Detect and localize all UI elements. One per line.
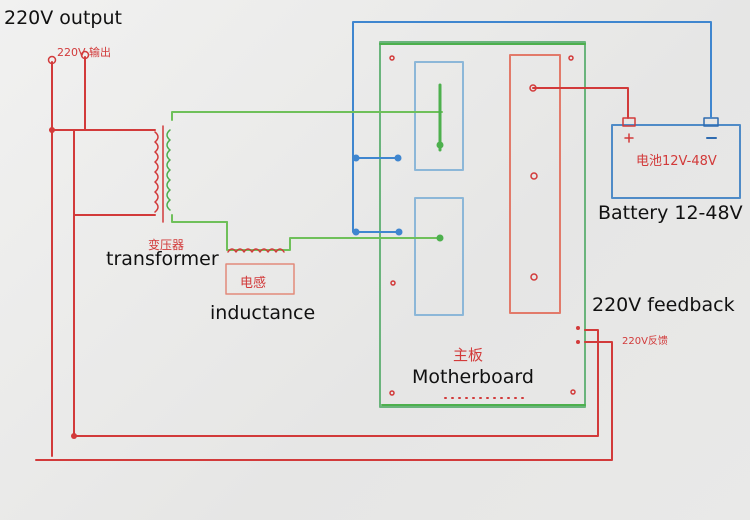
- mount-hole: [570, 389, 576, 395]
- transformer-label: transformer: [106, 248, 219, 270]
- green-wire-upper: [171, 111, 443, 121]
- red-wire-feedback: [35, 341, 613, 461]
- mount-hole: [389, 55, 395, 61]
- inductance-label: inductance: [210, 302, 316, 324]
- mount-hole: [390, 280, 396, 286]
- mount-hole: [389, 390, 395, 396]
- green-wire-transformer-tap: [171, 214, 228, 223]
- inductor-coil: [227, 248, 285, 253]
- blue-node: [352, 228, 360, 236]
- red-wire-output-loop: [73, 129, 599, 437]
- inductance-handwritten-label: 电感: [240, 276, 267, 291]
- output-terminal: [80, 50, 90, 60]
- motherboard-handwritten-label: 主板: [453, 346, 484, 364]
- switch-block-upper: [414, 61, 464, 171]
- green-node: [436, 141, 444, 149]
- inductor-box: [225, 263, 295, 295]
- output-label: 220V output: [4, 7, 122, 29]
- green-node: [436, 234, 444, 242]
- output-terminal: [47, 55, 57, 65]
- transformer-primary-coil: [154, 131, 159, 213]
- blue-node: [395, 228, 403, 236]
- blue-node: [352, 154, 360, 162]
- mount-hole: [568, 55, 574, 61]
- terminal-hole: [530, 172, 538, 180]
- green-wire-lower: [226, 221, 441, 251]
- feedback-label: 220V feedback: [592, 294, 735, 316]
- switch-block-lower: [414, 197, 464, 316]
- red-wire-battery-positive: [532, 87, 629, 119]
- feedback-handwritten-label: 220V反馈: [622, 336, 668, 347]
- motherboard-label: Motherboard: [412, 366, 534, 388]
- transformer-handwritten-label: 变压器: [148, 238, 185, 252]
- feedback-terminal: [576, 340, 580, 344]
- transformer-secondary-coil: [166, 129, 171, 211]
- battery-label: Battery 12-48V: [598, 202, 743, 224]
- blue-node: [394, 154, 402, 162]
- feedback-terminal: [576, 326, 580, 330]
- battery-handwritten-label: 电池12V-48V: [636, 154, 717, 169]
- battery-box: [611, 124, 741, 199]
- red-junction: [49, 127, 55, 133]
- battery-terminal-strip: [509, 54, 561, 314]
- motherboard-outline: [379, 41, 586, 408]
- terminal-hole: [530, 273, 538, 281]
- output-handwritten-label: 220V 输出: [57, 46, 112, 59]
- red-junction: [71, 433, 77, 439]
- plus-sign: [624, 133, 634, 143]
- blue-wire-battery-negative: [352, 21, 712, 233]
